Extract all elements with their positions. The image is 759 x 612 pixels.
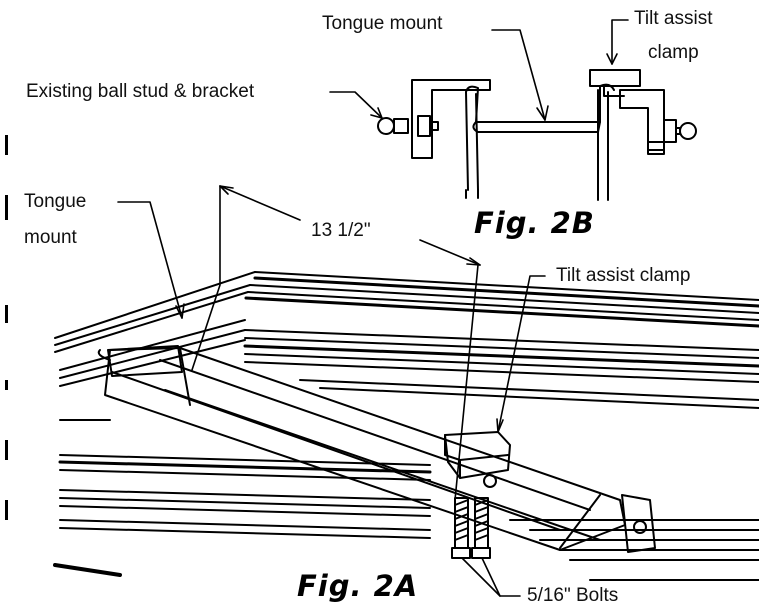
ball-stud-right-icon: [679, 122, 697, 140]
fig-2a-perspective: [53, 271, 759, 581]
figure-label-2b: Fig. 2B: [474, 206, 595, 240]
label-existing-ball-stud: Existing ball stud & bracket: [26, 81, 255, 102]
leader-lines: [117, 19, 629, 597]
ball-stud-end-icon: [633, 520, 647, 534]
label-tilt-assist-top-line1: Tilt assist: [634, 8, 713, 29]
label-tilt-assist-top-line2: clamp: [648, 42, 699, 63]
bolts-icon: [451, 497, 491, 559]
ball-stud-left-icon: [377, 117, 395, 135]
margin-marks: [5, 135, 8, 520]
label-tongue-mount-left-line1: Tongue: [24, 191, 87, 212]
fig-2b-cross-section: [377, 69, 697, 201]
figure-label-2a: Fig. 2A: [297, 569, 419, 603]
label-tilt-assist-clamp-right: Tilt assist clamp: [556, 265, 691, 286]
label-measurement: 13 1/2": [311, 220, 371, 241]
label-tongue-mount-top: Tongue mount: [322, 13, 443, 34]
label-tongue-mount-left-line2: mount: [24, 227, 77, 248]
label-bolts: 5/16" Bolts: [527, 585, 619, 606]
